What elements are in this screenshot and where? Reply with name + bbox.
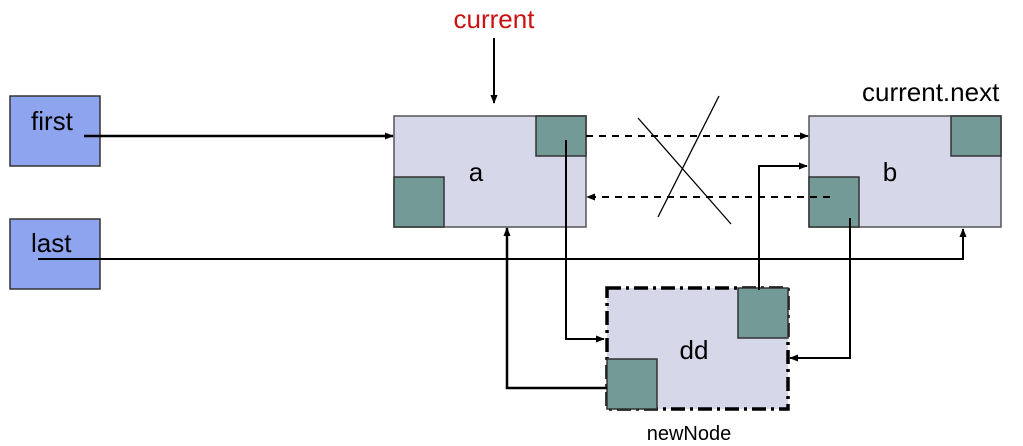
last-pointer-box	[9, 218, 101, 290]
node-dd-prev-cell	[606, 358, 658, 410]
node-a-next-cell	[535, 115, 587, 157]
last-label: last	[31, 228, 72, 258]
node-dd-label: dd	[680, 335, 709, 365]
node-a-prev-cell	[393, 176, 445, 228]
dd-prev-to-a-arrow	[503, 227, 607, 390]
dd-next-to-b-arrow	[758, 162, 808, 290]
node-b-next-cell	[950, 115, 1002, 157]
cross-out-mark	[637, 95, 732, 225]
node-b-prev-cell	[808, 176, 860, 228]
node-a: a	[393, 115, 587, 228]
current-next-label: current.next	[862, 77, 1000, 107]
node-a-label: a	[469, 157, 484, 187]
last-to-b-arrow	[38, 228, 967, 260]
a-next-to-dd-arrow	[565, 140, 605, 343]
first-pointer-box	[9, 95, 101, 167]
b-prev-to-dd-arrow	[789, 218, 851, 362]
node-b: b	[808, 115, 1002, 228]
node-b-label: b	[883, 157, 897, 187]
current-label: current	[454, 4, 536, 34]
node-dd-next-cell	[737, 287, 789, 339]
first-label: first	[31, 106, 74, 136]
new-node-label: newNode	[647, 423, 732, 445]
node-dd: dd	[605, 286, 790, 411]
